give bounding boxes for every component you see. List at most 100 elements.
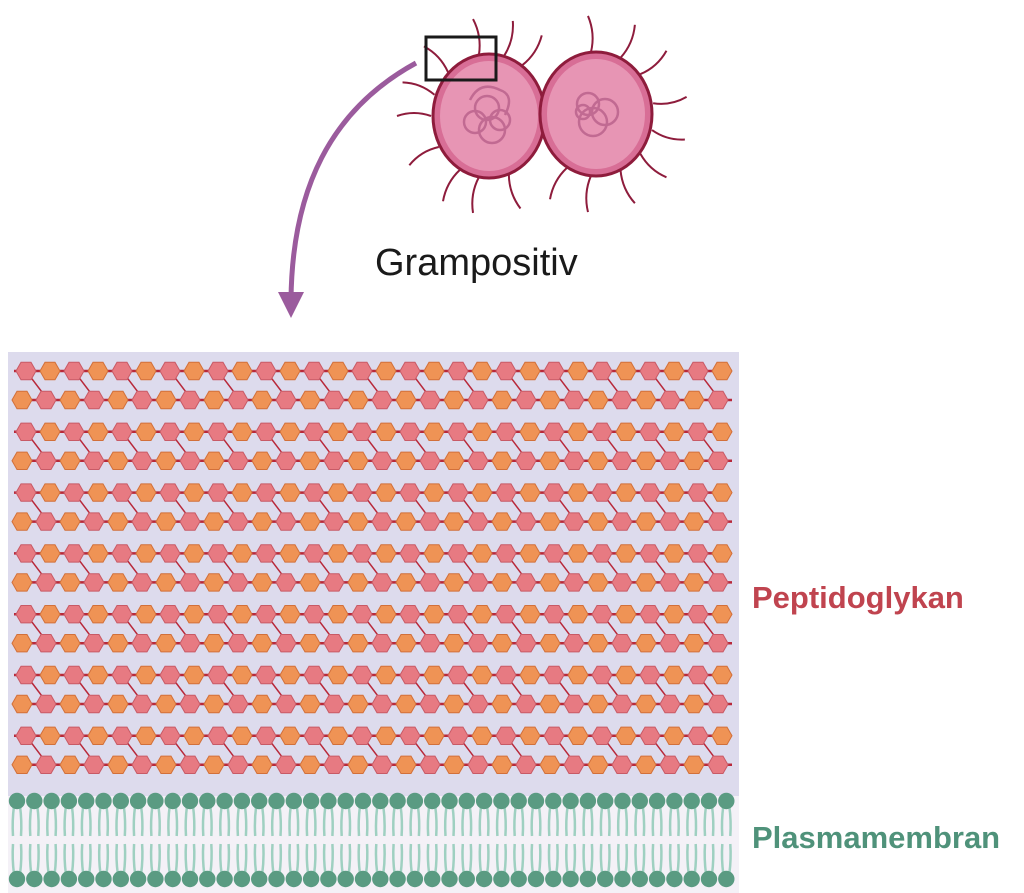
sugar-hexagon — [15, 726, 37, 745]
sugar-hexagon — [639, 544, 661, 563]
sugar-hexagon — [347, 451, 369, 470]
sugar-hexagon — [35, 755, 57, 774]
phospholipid — [700, 792, 718, 888]
sugar-hexagon — [299, 512, 321, 531]
sugar-hexagon — [135, 605, 157, 624]
sugar-hexagon — [471, 483, 493, 502]
sugar-hexagon — [87, 726, 109, 745]
sugar-hexagon — [275, 634, 297, 653]
sugar-hexagon — [587, 694, 609, 714]
sugar-hexagon — [251, 390, 273, 410]
glycan-strand-pair — [11, 605, 733, 653]
sugar-hexagon — [279, 605, 301, 624]
sugar-hexagon — [159, 544, 181, 563]
sugar-hexagon — [635, 512, 657, 531]
sugar-hexagon — [395, 694, 417, 714]
sugar-hexagon — [639, 726, 661, 745]
phospholipid — [683, 792, 700, 888]
sugar-hexagon — [591, 544, 613, 563]
sugar-hexagon — [515, 634, 537, 653]
phospholipid — [268, 792, 285, 888]
phospholipid — [302, 792, 320, 888]
sugar-hexagon — [251, 451, 273, 470]
sugar-hexagon — [203, 512, 225, 531]
sugar-hexagon — [15, 422, 37, 441]
sugar-hexagon — [519, 361, 541, 381]
sugar-hexagon — [207, 726, 229, 745]
sugar-hexagon — [443, 390, 465, 410]
sugar-hexagon — [107, 634, 129, 653]
sugar-hexagon — [83, 390, 105, 410]
sugar-hexagon — [467, 573, 489, 592]
pili — [396, 15, 688, 214]
sugar-hexagon — [563, 451, 585, 470]
sugar-hexagon — [231, 726, 253, 745]
sugar-hexagon — [707, 755, 729, 774]
sugar-hexagon — [299, 634, 321, 653]
phospholipid — [441, 792, 458, 888]
sugar-hexagon — [135, 422, 157, 441]
sugar-hexagon — [375, 483, 397, 502]
phospholipid — [614, 792, 631, 888]
sugar-hexagon — [35, 694, 57, 714]
sugar-hexagon — [111, 605, 133, 624]
sugar-hexagon — [83, 573, 105, 592]
sugar-hexagon — [39, 422, 61, 441]
sugar-hexagon — [591, 361, 613, 381]
sugar-hexagon — [471, 422, 493, 441]
sugar-hexagon — [543, 544, 565, 563]
sugar-hexagon — [591, 726, 613, 745]
sugar-hexagon — [255, 483, 277, 502]
sugar-hexagon — [59, 573, 81, 592]
pilus — [652, 96, 688, 105]
pilus — [423, 45, 449, 73]
sugar-hexagon — [659, 573, 681, 592]
sugar-hexagon — [323, 390, 345, 410]
zoom-region-box — [424, 35, 498, 82]
sugar-hexagon — [131, 451, 153, 470]
sugar-hexagon — [107, 694, 129, 714]
sugar-hexagon — [711, 422, 733, 441]
sugar-hexagon — [347, 634, 369, 653]
sugar-hexagon — [467, 390, 489, 410]
sugar-hexagon — [539, 451, 561, 470]
sugar-hexagon — [519, 665, 541, 685]
sugar-hexagon — [563, 634, 585, 653]
sugar-hexagon — [59, 451, 81, 470]
sugar-hexagon — [587, 634, 609, 653]
sugar-hexagon — [11, 390, 33, 410]
sugar-hexagon — [351, 483, 373, 502]
phospholipid — [181, 792, 199, 888]
sugar-hexagon — [83, 755, 105, 774]
sugar-hexagon — [255, 665, 277, 685]
sugar-hexagon — [83, 512, 105, 531]
sugar-hexagon — [419, 512, 441, 531]
sugar-hexagon — [83, 451, 105, 470]
sugar-hexagon — [351, 605, 373, 624]
phospholipid — [597, 792, 614, 888]
bacterium-illustration — [396, 15, 688, 214]
sugar-hexagon — [495, 665, 517, 685]
sugar-hexagon — [179, 755, 201, 774]
sugar-hexagon — [159, 726, 181, 745]
pilus — [619, 24, 636, 59]
sugar-hexagon — [687, 422, 709, 441]
sugar-hexagon — [615, 665, 637, 685]
sugar-hexagon — [419, 390, 441, 410]
sugar-hexagon — [539, 755, 561, 774]
sugar-hexagon — [347, 390, 369, 410]
sugar-hexagon — [495, 361, 517, 381]
sugar-hexagon — [279, 483, 301, 502]
sugar-hexagon — [635, 573, 657, 592]
sugar-hexagon — [395, 573, 417, 592]
sugar-hexagon — [11, 573, 33, 592]
sugar-hexagon — [423, 665, 445, 685]
sugar-hexagon — [323, 634, 345, 653]
phospholipid — [527, 792, 545, 888]
sugar-hexagon — [303, 422, 325, 441]
sugar-hexagon — [515, 390, 537, 410]
sugar-hexagon — [15, 605, 37, 624]
sugar-hexagon — [467, 634, 489, 653]
sugar-hexagon — [543, 665, 565, 685]
phospholipid — [164, 792, 181, 888]
